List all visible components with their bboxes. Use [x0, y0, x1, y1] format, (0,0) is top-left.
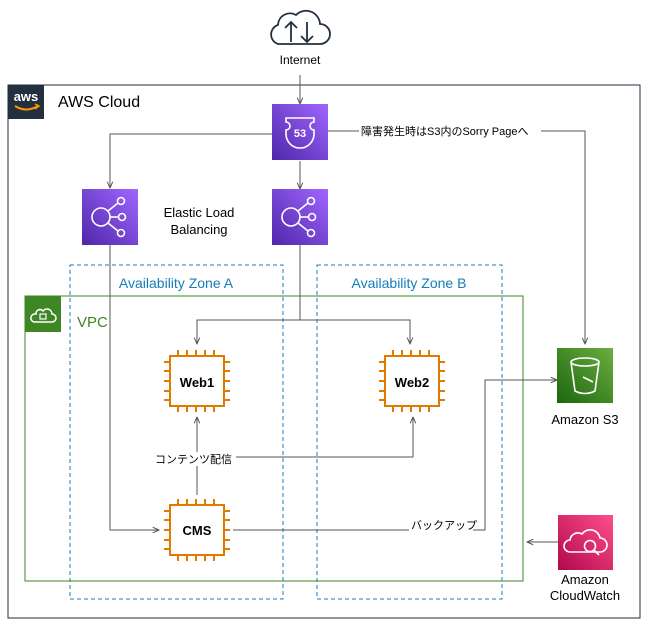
aws-cloud-group: aws AWS Cloud [7, 84, 641, 619]
web2-label: Web2 [395, 375, 429, 390]
availability-zone-b: Availability Zone B [316, 264, 503, 600]
load-balancer-icon [281, 196, 317, 238]
edge-cms-s3 [233, 380, 557, 531]
backup-text: バックアップ [411, 519, 477, 532]
web1-label: Web1 [180, 375, 214, 390]
elb-a-node [82, 189, 138, 245]
ec2-chip-icon [164, 350, 230, 412]
s3-bucket-icon [570, 357, 600, 395]
elb-label-line1: Elastic Load [164, 205, 235, 220]
ec2-chip-icon [164, 499, 230, 561]
route53-shield-icon: 53 [285, 117, 315, 149]
cms-instance: CMS [164, 499, 230, 561]
edge-route53-s3 [328, 130, 585, 344]
load-balancer-icon [91, 196, 127, 238]
aws-cloud-label: AWS Cloud [58, 94, 140, 111]
cloudwatch-label-line2: CloudWatch [550, 588, 620, 603]
sorry-page-note-text: 障害発生時はS3内のSorry Pageへ [361, 124, 528, 138]
content-delivery-text: コンテンツ配信 [155, 453, 232, 466]
edge-route53-elb-a [110, 133, 272, 188]
route53-badge: 53 [294, 128, 306, 140]
cms-label: CMS [183, 523, 212, 538]
zone-b-label: Availability Zone B [352, 275, 467, 291]
zone-a-label: Availability Zone A [119, 275, 234, 291]
s3-node: Amazon S3 [551, 348, 619, 427]
route53-node: 53 [272, 104, 328, 160]
internet-node: Internet [270, 9, 331, 67]
vpc-label: VPC [77, 314, 108, 331]
cloudwatch-icon [563, 529, 608, 556]
edge-elb-web2 [300, 319, 410, 344]
edge-cms-web2 [197, 417, 413, 458]
aws-logo-icon [8, 85, 44, 119]
web1-instance: Web1 [164, 350, 230, 412]
internet-label: Internet [280, 53, 321, 67]
elb-label-line2: Balancing [170, 222, 227, 237]
vpc-group: VPC [24, 295, 524, 582]
edge-elb-web1 [197, 245, 301, 344]
aws-logo-text: aws [14, 89, 39, 104]
s3-label: Amazon S3 [551, 412, 618, 427]
web2-instance: Web2 [379, 350, 445, 412]
connectors [110, 75, 585, 542]
elb-b-node [272, 189, 328, 245]
content-delivery-label: コンテンツ配信 [152, 452, 236, 466]
backup-label: バックアップ [409, 518, 477, 532]
edge-elb-cms [109, 245, 159, 530]
cloudwatch-node: Amazon CloudWatch [550, 515, 620, 603]
ec2-chip-icon [379, 350, 445, 412]
availability-zone-a: Availability Zone A [69, 264, 284, 600]
internet-cloud-icon [270, 9, 331, 45]
cloudwatch-label-line1: Amazon [561, 572, 609, 587]
sorry-page-note: 障害発生時はS3内のSorry Pageへ [359, 123, 541, 139]
